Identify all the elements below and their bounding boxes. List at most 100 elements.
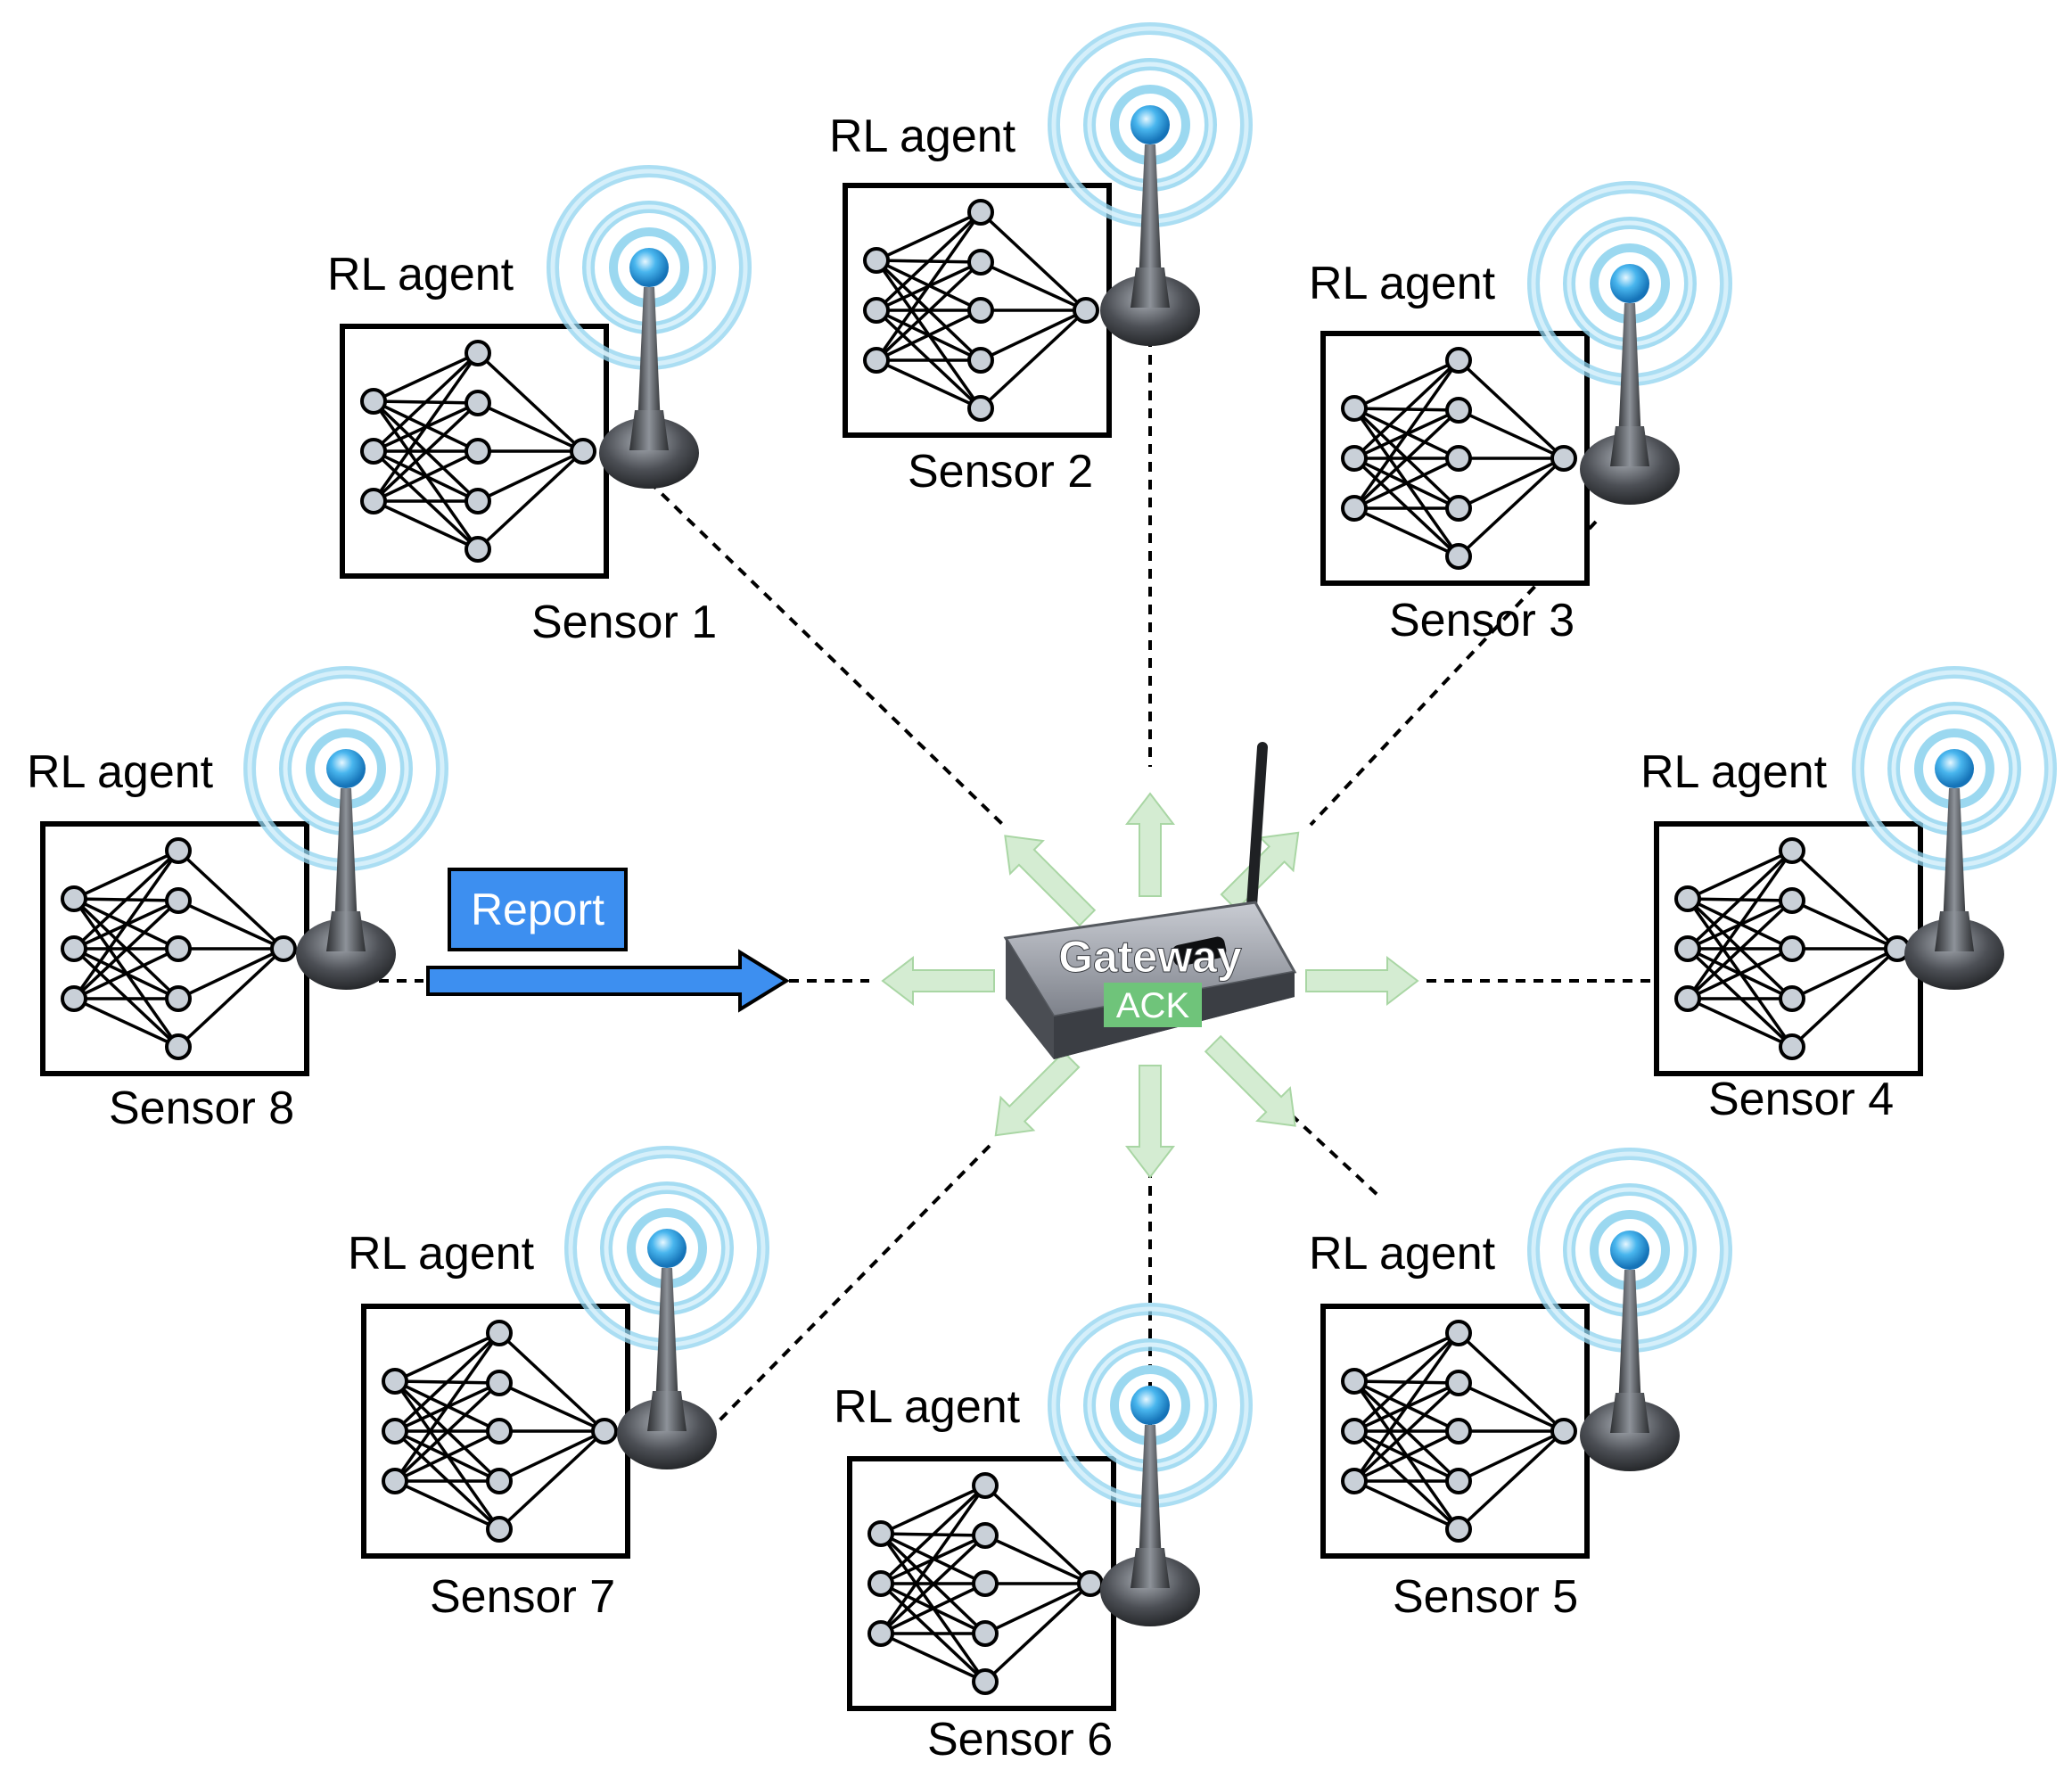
network-node bbox=[1077, 1570, 1104, 1597]
neural-network-icon bbox=[360, 340, 596, 563]
network-node bbox=[165, 887, 192, 914]
report-label: Report bbox=[471, 885, 604, 934]
sensor-label: Sensor 3 bbox=[1389, 595, 1575, 646]
network-node bbox=[967, 249, 994, 276]
agent-label: RL agent bbox=[829, 111, 1016, 162]
ack-arrow bbox=[1124, 792, 1176, 897]
network-node bbox=[61, 935, 87, 962]
network-node bbox=[1341, 495, 1368, 522]
report-box bbox=[448, 868, 628, 951]
network-node bbox=[165, 985, 192, 1012]
network-node bbox=[1779, 985, 1805, 1012]
network-node bbox=[486, 1320, 513, 1346]
ack-badge bbox=[1104, 983, 1202, 1027]
network-node bbox=[863, 297, 890, 324]
neural-network-icon bbox=[61, 837, 297, 1060]
network-node bbox=[967, 347, 994, 374]
network-edges bbox=[1353, 358, 1566, 558]
network-node bbox=[972, 1570, 999, 1597]
sensor-label: Sensor 2 bbox=[908, 446, 1093, 498]
network-node bbox=[360, 488, 387, 514]
ack-arrow bbox=[994, 1050, 1081, 1137]
network-node bbox=[1341, 445, 1368, 472]
dashed-link bbox=[711, 1144, 991, 1428]
network-edges bbox=[72, 849, 285, 1049]
network-node bbox=[1445, 397, 1472, 424]
sensor-label: Sensor 7 bbox=[430, 1571, 615, 1623]
sensor-label: Sensor 4 bbox=[1708, 1074, 1894, 1125]
network-node bbox=[1779, 935, 1805, 962]
network-node bbox=[382, 1368, 408, 1395]
network-edges bbox=[879, 1484, 1092, 1683]
network-node bbox=[967, 395, 994, 422]
sensor-label: Sensor 5 bbox=[1393, 1571, 1578, 1623]
network-node bbox=[1674, 935, 1701, 962]
network-node bbox=[1445, 1468, 1472, 1494]
network-node bbox=[486, 1468, 513, 1494]
network-node bbox=[270, 935, 297, 962]
network-node bbox=[1341, 1468, 1368, 1494]
agent-label: RL agent bbox=[27, 746, 214, 798]
network-node bbox=[486, 1370, 513, 1396]
ack-arrow bbox=[1124, 1065, 1176, 1179]
dashed-link bbox=[1289, 1113, 1379, 1197]
network-node bbox=[867, 1520, 894, 1547]
network-node bbox=[867, 1620, 894, 1647]
network-node bbox=[863, 247, 890, 274]
gateway: Gateway ACK bbox=[1003, 742, 1297, 1059]
network-node bbox=[1341, 1418, 1368, 1445]
network-node bbox=[1445, 1370, 1472, 1396]
network-node bbox=[1779, 837, 1805, 864]
network-node bbox=[1341, 395, 1368, 422]
network-node bbox=[360, 438, 387, 465]
neural-network-icon bbox=[382, 1320, 618, 1543]
network-node bbox=[972, 1668, 999, 1695]
ack-arrow bbox=[1220, 831, 1300, 911]
neural-network-icon bbox=[1341, 1320, 1577, 1543]
network-node bbox=[165, 837, 192, 864]
neural-network-icon bbox=[867, 1472, 1104, 1695]
network-node bbox=[1674, 885, 1701, 912]
antenna-icon bbox=[1048, 1303, 1253, 1626]
network-node bbox=[1445, 1516, 1472, 1543]
antenna-icon bbox=[1527, 181, 1732, 505]
agent-label: RL agent bbox=[834, 1381, 1021, 1433]
network-node bbox=[165, 935, 192, 962]
agent-label: RL agent bbox=[327, 249, 514, 300]
antenna-icon bbox=[1852, 666, 2057, 990]
antenna-icon bbox=[1048, 22, 1253, 346]
network-node bbox=[165, 1033, 192, 1060]
network-node bbox=[967, 199, 994, 226]
ack-arrow bbox=[1004, 835, 1097, 927]
network-node bbox=[465, 536, 491, 563]
network-node bbox=[967, 297, 994, 324]
network-node bbox=[1550, 1418, 1577, 1445]
ack-arrow bbox=[1204, 1034, 1296, 1127]
ack-arrow bbox=[881, 955, 995, 1007]
network-node bbox=[1445, 543, 1472, 570]
neural-network-icon bbox=[863, 199, 1099, 422]
network-node bbox=[863, 347, 890, 374]
network-node bbox=[1445, 1418, 1472, 1445]
network-node bbox=[360, 388, 387, 415]
neural-network-icon bbox=[1341, 347, 1577, 570]
ack-label: ACK bbox=[1116, 986, 1190, 1025]
network-node bbox=[465, 390, 491, 416]
network-node bbox=[972, 1620, 999, 1647]
sensor-label: Sensor 8 bbox=[109, 1082, 294, 1134]
network-node bbox=[972, 1522, 999, 1549]
network-edges bbox=[1686, 849, 1899, 1049]
network-node bbox=[570, 438, 596, 465]
network-node bbox=[1779, 1033, 1805, 1060]
report-arrow bbox=[426, 949, 790, 1013]
neural-network-icon bbox=[1674, 837, 1911, 1060]
